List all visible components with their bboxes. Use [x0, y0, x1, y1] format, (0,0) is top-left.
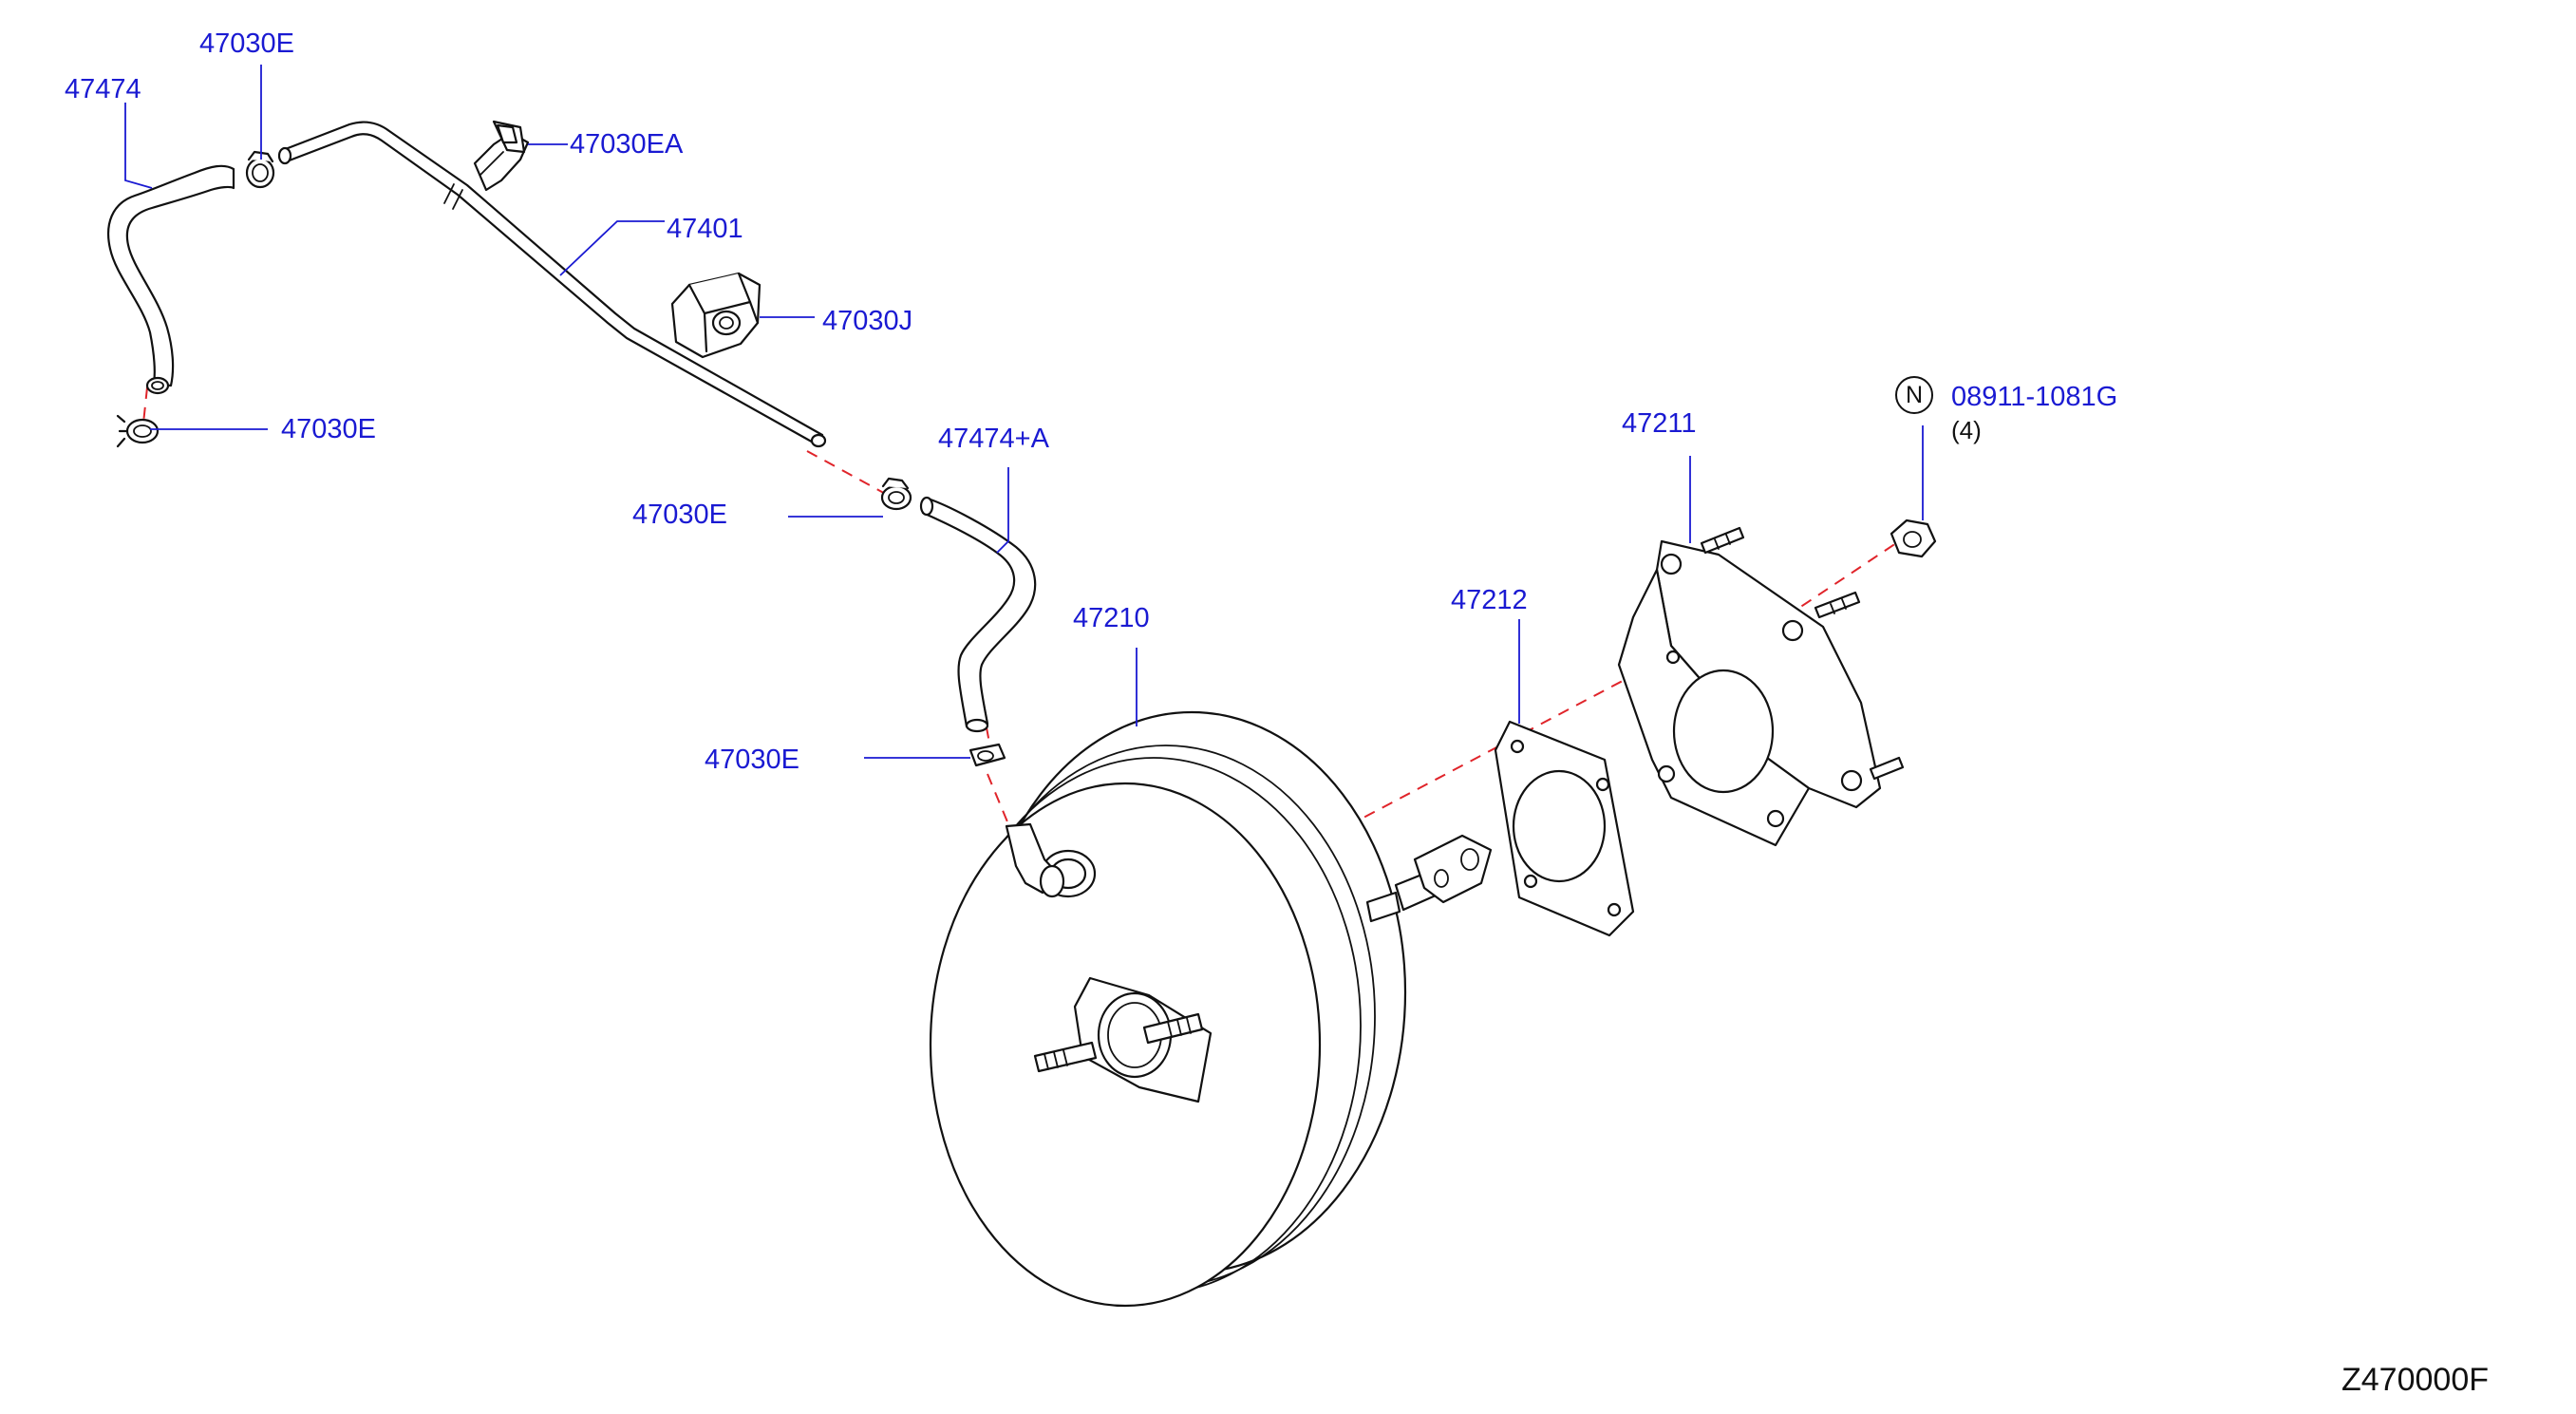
callout-hose-top-left: 47474	[65, 74, 141, 104]
callout-clamp-lower: 47030E	[705, 745, 799, 775]
clamp-mid	[880, 477, 912, 511]
callout-spacer-plate: 47211	[1622, 408, 1697, 439]
clamp-left	[116, 414, 160, 448]
nut-08911-1081G	[1890, 518, 1937, 558]
hose-47474	[106, 164, 235, 395]
callout-connector: 47030EA	[570, 129, 684, 160]
callout-booster: 47210	[1073, 603, 1150, 633]
spacer-47211	[1617, 526, 1905, 847]
callout-nut: 08911-1081G	[1951, 382, 2118, 412]
callout-tube: 47401	[667, 214, 743, 244]
clamp-lower	[968, 743, 1006, 767]
callout-clamp-left: 47030E	[281, 414, 376, 444]
bracket-47030J	[670, 272, 762, 359]
callout-nut-qty: (4)	[1951, 416, 1982, 444]
hose-47474A	[919, 496, 1037, 733]
connector-47030EA	[473, 120, 530, 192]
tube-47401	[277, 121, 827, 448]
n-badge: N	[1895, 376, 1933, 414]
booster-47210	[929, 710, 1493, 1308]
callout-hose-right: 47474+A	[938, 424, 1049, 454]
leader-lines	[124, 65, 1924, 759]
clamp-top	[245, 150, 275, 189]
callout-gasket: 47212	[1451, 585, 1528, 615]
callout-clamp-mid: 47030E	[632, 500, 727, 530]
callout-clamp-top: 47030E	[199, 28, 294, 59]
gasket-47212	[1494, 720, 1635, 937]
diagram-code: Z470000F	[2341, 1362, 2489, 1398]
callout-bracket: 47030J	[822, 306, 913, 336]
